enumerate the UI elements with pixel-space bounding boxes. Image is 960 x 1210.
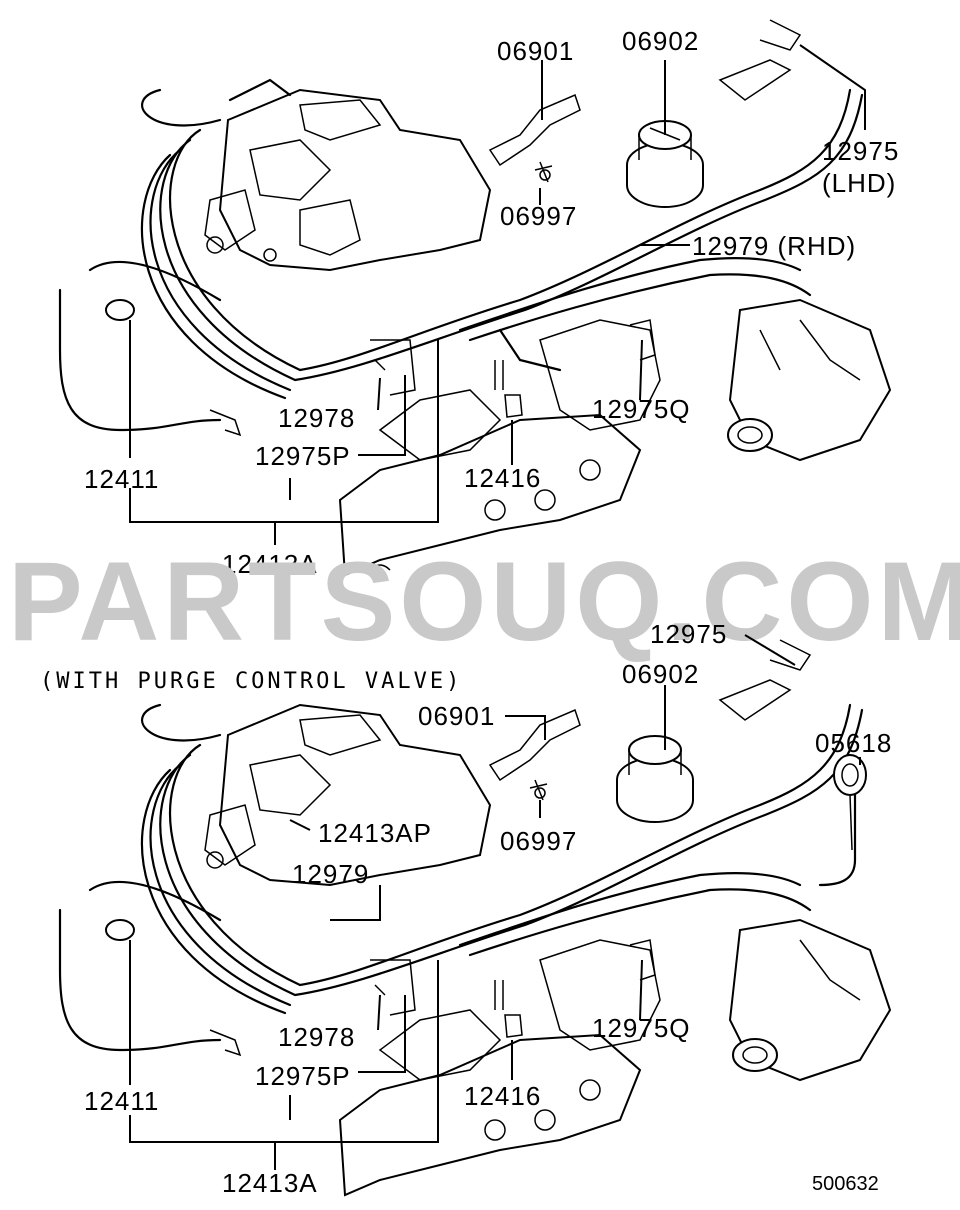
watermark: PARTSOUQ.COM — [8, 539, 960, 664]
label-12413AP-lower: 12413AP — [318, 818, 432, 848]
label-12975Q: 12975Q — [592, 394, 691, 424]
label-12979-lower: 12979 — [292, 859, 369, 889]
label-06997-lower: 06997 — [500, 826, 577, 856]
purge-control-valve-icon — [833, 754, 867, 851]
engine-assembly-drawing — [204, 88, 661, 577]
label-12979-rhd: 12979 (RHD) — [692, 231, 856, 261]
label-12413A-lower: 12413A — [222, 1168, 318, 1198]
engine-assembly-drawing-lower — [204, 703, 661, 1197]
label-12975-lower: 12975 — [650, 619, 727, 649]
clip-12978-lower — [370, 959, 416, 1016]
label-06902-lower: 06902 — [622, 659, 699, 689]
connector-12411-lower — [105, 919, 242, 1057]
upper-assembly: 06901 06902 12975 (LHD) 06997 12979 (RHD… — [58, 19, 899, 579]
connector-12411 — [105, 299, 242, 437]
label-12416: 12416 — [464, 463, 541, 493]
hose-bundle — [58, 78, 864, 432]
clamp-12975Q — [629, 319, 656, 361]
label-06901-lower: 06901 — [418, 701, 495, 731]
label-12411-lower: 12411 — [84, 1086, 159, 1116]
label-06901: 06901 — [497, 36, 574, 66]
label-06997: 06997 — [500, 201, 577, 231]
bolt-06997-lower — [529, 779, 548, 801]
lower-assembly: (WITH PURGE CONTROL VALVE) — [40, 619, 892, 1198]
label-12975: 12975 — [822, 136, 899, 166]
label-12411: 12411 — [84, 464, 159, 494]
bracket-06901-lower — [488, 708, 581, 782]
figure-reference-number: 500632 — [812, 1173, 879, 1195]
label-12975P-lower: 12975P — [255, 1061, 351, 1091]
vacuum-switch-12416-lower — [494, 980, 523, 1038]
distributor-icon-lower — [728, 918, 892, 1082]
vacuum-switch-12416 — [494, 360, 523, 418]
clamp-12975Q-lower — [629, 939, 656, 981]
hose-end-12975-lower — [718, 639, 812, 721]
charcoal-canister-icon-lower — [616, 735, 694, 823]
label-12413A: 12413A — [222, 549, 318, 579]
label-05618-lower: 05618 — [815, 728, 892, 758]
label-12975P: 12975P — [255, 441, 351, 471]
distributor-icon — [727, 298, 892, 462]
label-12978-lower: 12978 — [278, 1022, 355, 1052]
bolt-06997 — [534, 161, 553, 183]
hose-end-12975 — [718, 19, 802, 101]
hose-bundle-lower — [58, 703, 864, 1052]
label-12975Q-lower: 12975Q — [592, 1013, 691, 1043]
label-06902: 06902 — [622, 26, 699, 56]
label-12416-lower: 12416 — [464, 1081, 541, 1111]
lower-caption: (WITH PURGE CONTROL VALVE) — [40, 669, 462, 694]
label-lhd: (LHD) — [822, 168, 896, 198]
bracket-06901 — [488, 93, 581, 167]
label-12978: 12978 — [278, 403, 355, 433]
clip-12978 — [370, 339, 416, 396]
